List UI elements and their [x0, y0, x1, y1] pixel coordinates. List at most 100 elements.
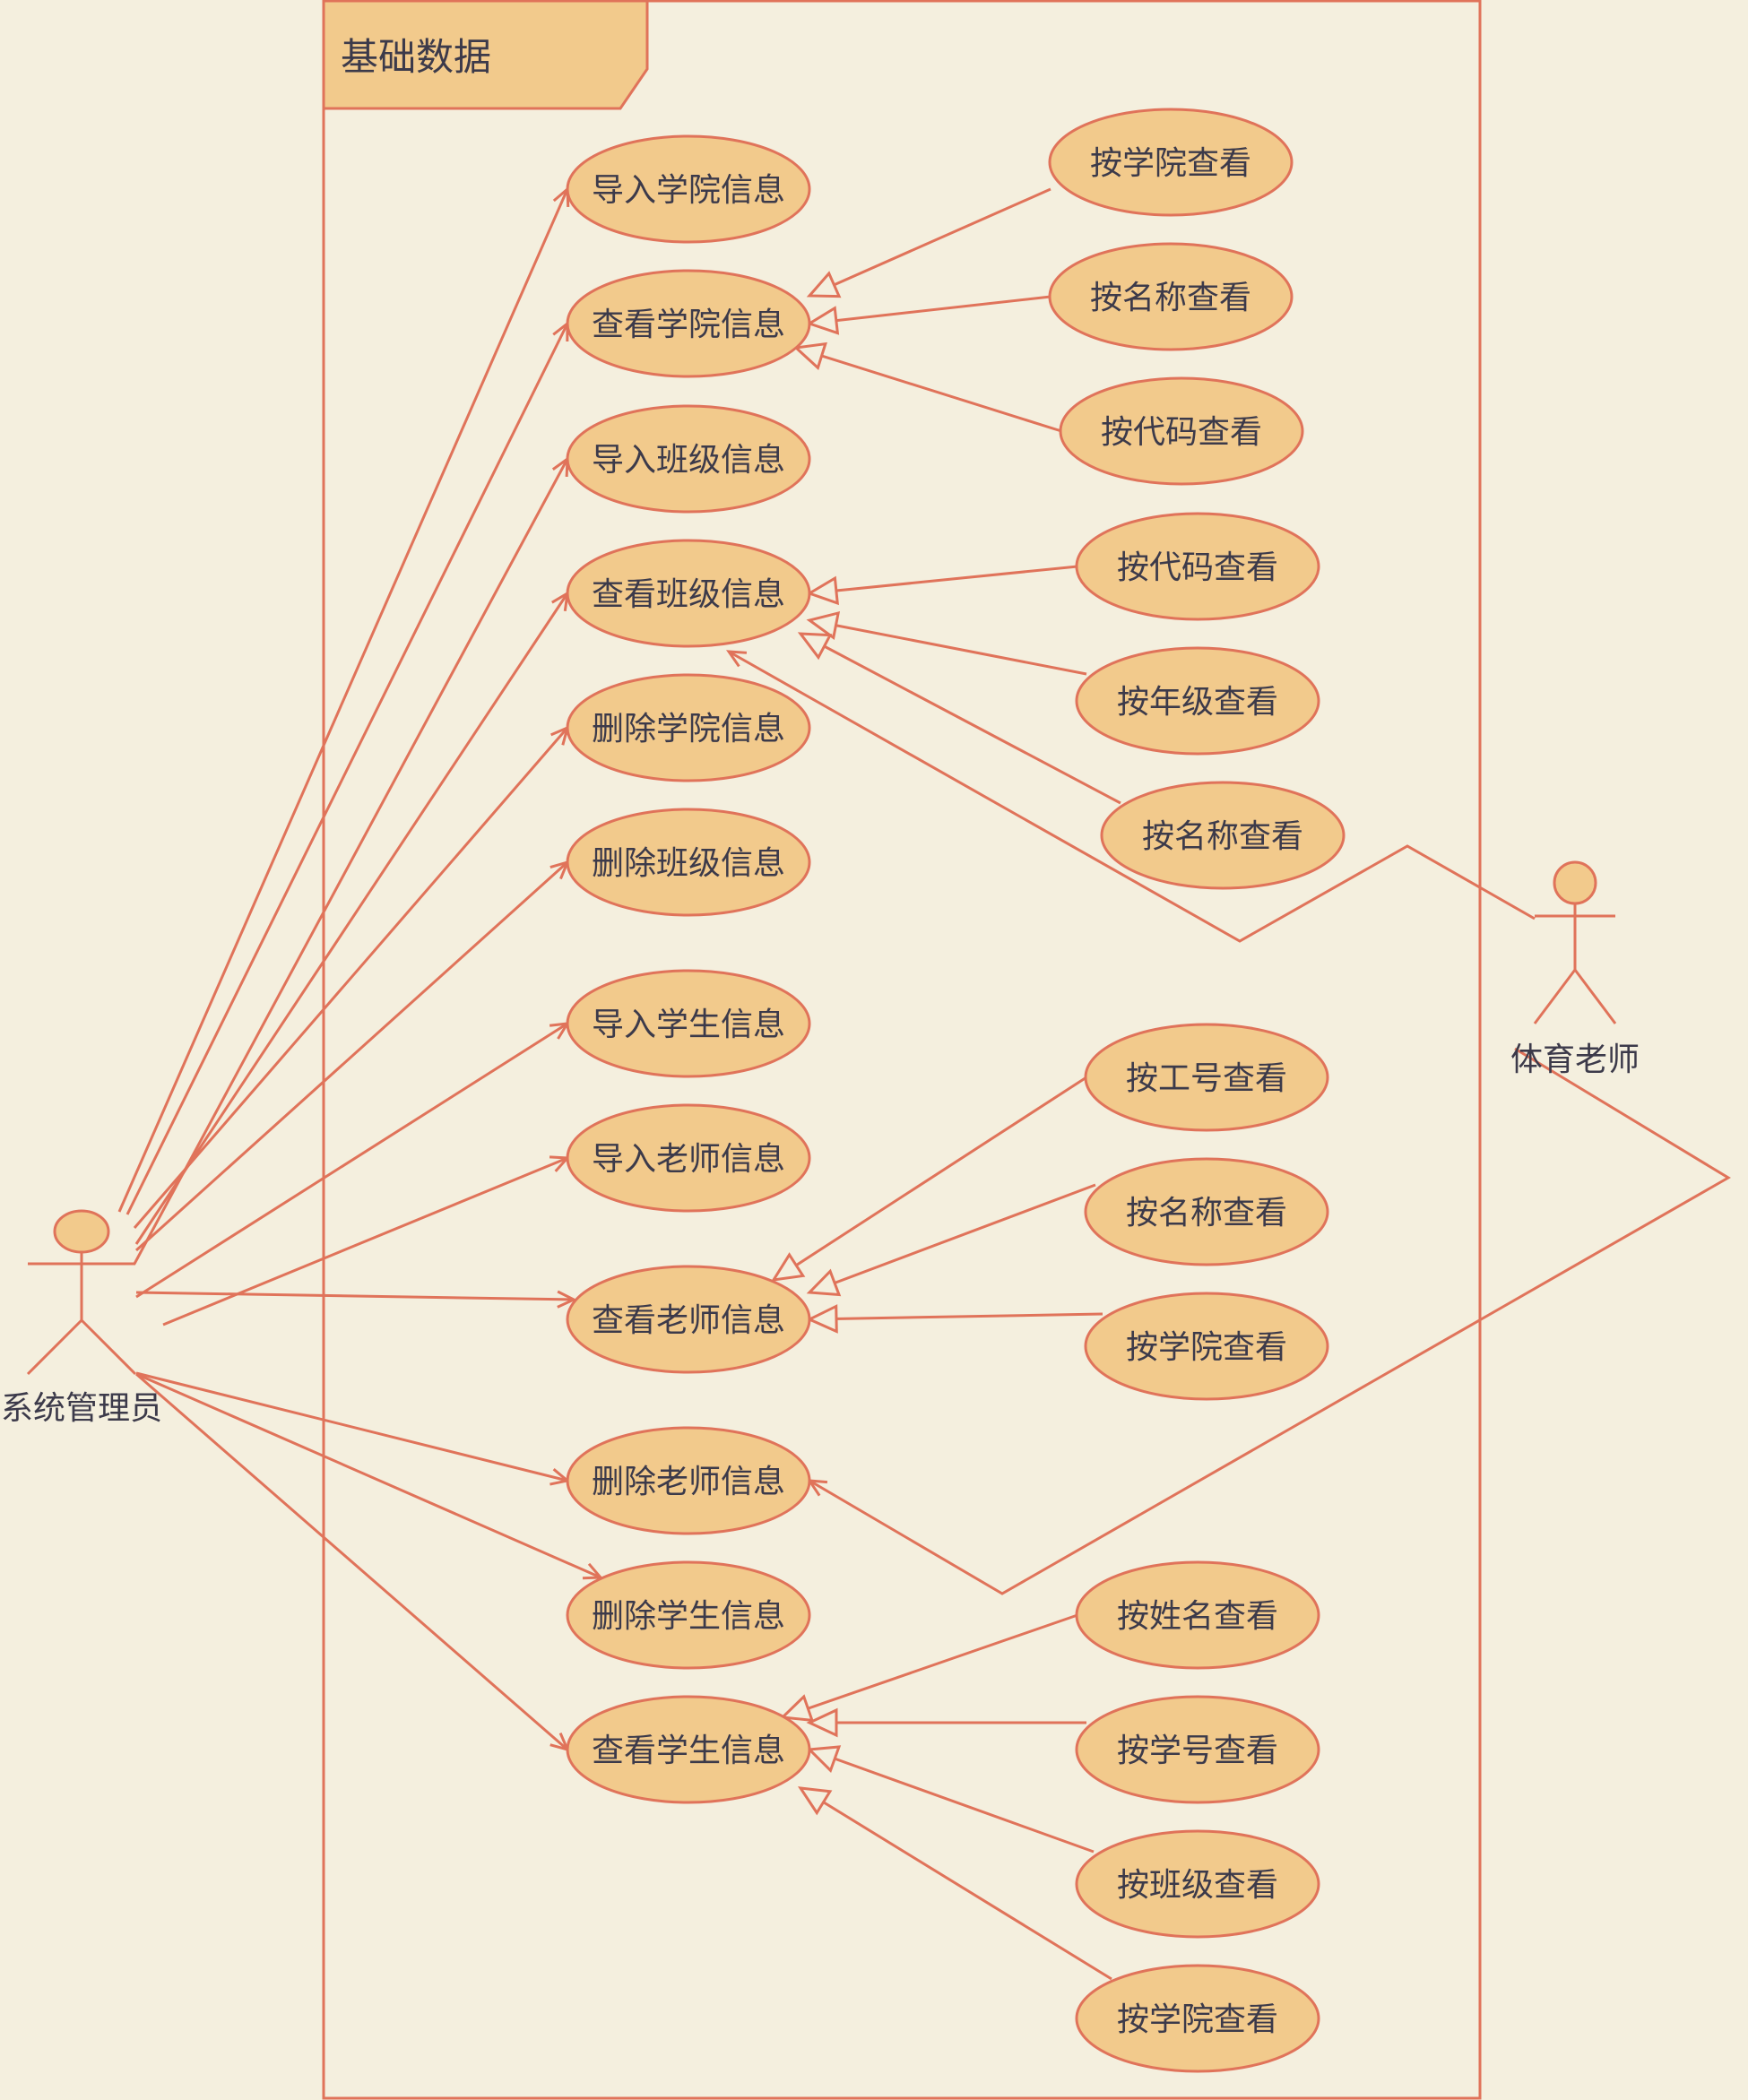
gen-teacher-by-name-triangle [806, 1268, 842, 1297]
assoc-import-class [133, 458, 569, 1265]
gen-student-by-class-triangle [806, 1745, 842, 1774]
use-case-delete-student-label: 删除学生信息 [592, 1598, 785, 1635]
gen-college-by-college-triangle [806, 271, 842, 298]
assoc-view-teacher [135, 1291, 575, 1301]
gen-student-by-name-triangle [779, 1694, 815, 1723]
use-case-delete-class-oval [566, 808, 811, 917]
use-case-class-by-code[interactable]: 按代码查看 [1075, 512, 1320, 621]
use-case-import-class[interactable]: 导入班级信息 [566, 404, 811, 514]
use-case-college-by-college-oval [1048, 108, 1294, 217]
assoc-delete-class [134, 860, 569, 1252]
assoc-delete-college [133, 727, 569, 1229]
actor-teacher-left-leg [1533, 969, 1577, 1024]
use-case-view-teacher-oval [566, 1265, 811, 1374]
actor-admin-head [53, 1209, 110, 1254]
association-lines [117, 186, 1731, 1752]
use-case-delete-class[interactable]: 删除班级信息 [566, 808, 811, 917]
use-case-college-by-code-label: 按代码查看 [1101, 414, 1262, 451]
use-case-teacher-by-name-label: 按名称查看 [1126, 1195, 1287, 1231]
assoc-import-student [135, 1022, 568, 1299]
use-case-delete-student-oval [566, 1560, 811, 1670]
use-case-view-class-label: 查看班级信息 [592, 576, 785, 613]
use-case-college-by-name-oval [1048, 242, 1294, 351]
gen-student-by-name [782, 1613, 1078, 1719]
actor-teacher-right-leg [1573, 969, 1617, 1024]
use-case-import-college-oval [566, 134, 811, 244]
gen-college-by-code-triangle [792, 341, 827, 371]
use-case-student-by-number-oval [1075, 1695, 1320, 1804]
use-case-delete-college[interactable]: 删除学院信息 [566, 673, 811, 782]
use-case-import-college[interactable]: 导入学院信息 [566, 134, 811, 244]
use-case-teacher-by-college-oval [1084, 1292, 1329, 1401]
use-case-delete-student[interactable]: 删除学生信息 [566, 1560, 811, 1670]
use-case-student-by-class[interactable]: 按班级查看 [1075, 1829, 1320, 1939]
use-case-college-by-college[interactable]: 按学院查看 [1048, 108, 1294, 217]
package-frame: 基础数据 [322, 0, 1482, 2100]
use-case-teacher-by-name[interactable]: 按名称查看 [1084, 1157, 1329, 1266]
use-case-import-teacher[interactable]: 导入老师信息 [566, 1103, 811, 1213]
assoc-delete-teacher [135, 1371, 568, 1482]
gen-class-by-name-triangle [797, 632, 833, 661]
use-case-student-by-college-oval [1075, 1964, 1320, 2073]
assoc-import-student-arrowhead [549, 1022, 570, 1040]
assoc-view-class [134, 592, 569, 1245]
assoc-view-student [135, 1372, 568, 1751]
gen-college-by-name-triangle [806, 306, 840, 335]
use-case-import-student[interactable]: 导入学生信息 [566, 969, 811, 1078]
actor-teacher-head [1553, 860, 1597, 905]
gen-class-by-grade [809, 618, 1087, 676]
use-case-student-by-class-oval [1075, 1829, 1320, 1939]
use-case-import-class-label: 导入班级信息 [592, 442, 785, 479]
use-case-teacher-by-college[interactable]: 按学院查看 [1084, 1292, 1329, 1401]
generalization-lines [771, 187, 1121, 1981]
use-case-view-student-label: 查看学生信息 [592, 1733, 785, 1769]
assoc-teacher-delete-teacher [809, 1047, 1731, 1595]
use-case-college-by-name[interactable]: 按名称查看 [1048, 242, 1294, 351]
use-case-student-by-name-oval [1075, 1560, 1320, 1670]
use-case-student-by-college[interactable]: 按学院查看 [1075, 1964, 1320, 2073]
actor-teacher-label: 体育老师 [1510, 1041, 1640, 1078]
use-case-student-by-class-label: 按班级查看 [1117, 1867, 1278, 1904]
gen-class-by-name [800, 632, 1121, 805]
use-case-class-by-name-oval [1100, 781, 1346, 890]
gen-teacher-by-college-triangle [806, 1304, 838, 1334]
use-case-class-by-code-oval [1075, 512, 1320, 621]
use-case-class-by-grade-label: 按年级查看 [1117, 684, 1278, 721]
use-case-delete-college-oval [566, 673, 811, 782]
use-case-view-teacher[interactable]: 查看老师信息 [566, 1265, 811, 1374]
assoc-view-college [125, 323, 569, 1215]
use-case-college-by-code-oval [1059, 376, 1304, 486]
actor-admin[interactable] [26, 1209, 137, 1376]
use-case-delete-college-label: 删除学院信息 [592, 711, 785, 748]
use-case-view-class[interactable]: 查看班级信息 [566, 539, 811, 648]
assoc-view-class-arrowhead [551, 591, 569, 612]
use-case-class-by-grade[interactable]: 按年级查看 [1075, 646, 1320, 756]
assoc-view-teacher-arrowhead [557, 1290, 577, 1309]
use-case-view-teacher-label: 查看老师信息 [592, 1302, 785, 1339]
package-boundary [322, 0, 1482, 2100]
use-cases: 导入学院信息查看学院信息导入班级信息查看班级信息删除学院信息删除班级信息导入学生… [566, 108, 1346, 2073]
assoc-import-teacher [162, 1156, 568, 1327]
use-case-import-class-oval [566, 404, 811, 514]
use-case-college-by-code[interactable]: 按代码查看 [1059, 376, 1304, 486]
gen-teacher-by-id [773, 1076, 1087, 1282]
use-case-student-by-number-label: 按学号查看 [1117, 1733, 1278, 1769]
use-case-teacher-by-name-oval [1084, 1157, 1329, 1266]
assoc-teacher-view-class [728, 650, 1536, 943]
actor-admin-right-leg [80, 1318, 137, 1376]
use-case-import-student-oval [566, 969, 811, 1078]
actor-teacher[interactable] [1533, 860, 1617, 1024]
use-case-student-by-name[interactable]: 按姓名查看 [1075, 1560, 1320, 1670]
use-case-view-college[interactable]: 查看学院信息 [566, 269, 811, 378]
use-case-class-by-name[interactable]: 按名称查看 [1100, 781, 1346, 890]
gen-class-by-code [809, 565, 1078, 595]
use-case-student-by-number[interactable]: 按学号查看 [1075, 1695, 1320, 1804]
assoc-import-college [117, 188, 569, 1213]
use-case-delete-teacher[interactable]: 删除老师信息 [566, 1426, 811, 1535]
use-case-teacher-by-id-oval [1084, 1023, 1329, 1132]
package-tab [322, 0, 649, 110]
actor-admin-label: 系统管理员 [1, 1390, 162, 1427]
use-case-teacher-by-id[interactable]: 按工号查看 [1084, 1023, 1329, 1132]
use-case-view-student[interactable]: 查看学生信息 [566, 1695, 811, 1804]
